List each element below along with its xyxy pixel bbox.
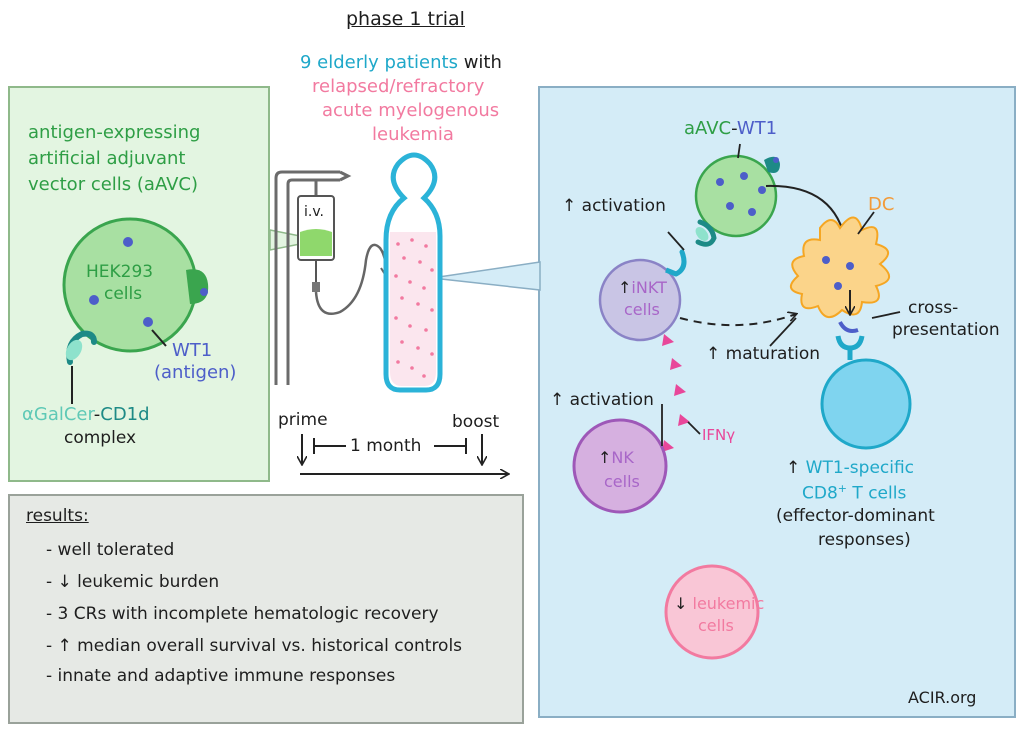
- result-item: - well tolerated: [46, 540, 175, 560]
- dc-label: DC: [868, 194, 895, 215]
- maturation-label: ↑ maturation: [706, 344, 821, 364]
- patients-condition-3: leukemia: [372, 124, 454, 145]
- boost-label: boost: [452, 412, 500, 432]
- iv-pole: [274, 170, 352, 385]
- result-item: - ↑ median overall survival vs. historic…: [46, 636, 463, 656]
- wt1-antigen-label: (antigen): [154, 362, 237, 383]
- prime-label: prime: [278, 410, 328, 430]
- complex-label: complex: [64, 428, 137, 448]
- leukemic-cell-label: ↓ leukemic: [674, 594, 765, 613]
- callout-wedge-right: [431, 261, 541, 291]
- iv-bag-icon: [297, 195, 392, 315]
- leukemic-cell: [664, 564, 760, 660]
- patient-leukemia-dots: [394, 238, 434, 378]
- results-heading: results:: [26, 506, 89, 526]
- result-item: - 3 CRs with incomplete hematologic reco…: [46, 604, 439, 624]
- result-item: - ↓ leukemic burden: [46, 572, 220, 592]
- page-title: phase 1 trial: [346, 8, 465, 30]
- hek293-cells-label: cells: [104, 284, 143, 304]
- patients-condition-1: relapsed/refractory: [312, 76, 485, 97]
- wt1-antigen-dots: [89, 237, 153, 327]
- aavc-wt1-cell: [694, 154, 778, 238]
- aavc-wt1-label: aAVC-WT1: [684, 118, 778, 139]
- nk-activation-label: ↑ activation: [550, 390, 654, 410]
- cross-presentation-label-2: presentation: [892, 320, 1000, 340]
- patients-count: 9 elderly patients: [300, 52, 458, 73]
- effector-label-1: (effector-dominant: [776, 506, 935, 526]
- result-item: - innate and adaptive immune responses: [46, 666, 396, 686]
- wt1-label: WT1: [172, 340, 213, 361]
- cd8-t-cells-label: CD8+ T cells: [802, 482, 907, 504]
- cross-presentation-label-1: cross-: [908, 298, 959, 318]
- nk-cell-label: ↑NK: [598, 448, 634, 467]
- iv-label: i.v.: [304, 204, 324, 220]
- credit-label: ACIR.org: [908, 688, 977, 707]
- effector-label-2: responses): [818, 530, 911, 550]
- inkt-cells-label: cells: [624, 300, 660, 319]
- inkt-activation-label: ↑ activation: [562, 196, 666, 216]
- nk-cell: [572, 418, 668, 514]
- cd8-t-cell: [820, 358, 912, 450]
- interval-label: 1 month: [350, 436, 422, 456]
- patients-condition-2: acute myelogenous: [322, 100, 500, 121]
- immune-panel: [538, 86, 1016, 718]
- timeline: [300, 434, 508, 474]
- hek293-label: HEK293: [86, 262, 154, 282]
- leukemic-cells-label: cells: [698, 616, 734, 635]
- galcer-cd1d-label: αGalCer-CD1d: [22, 404, 150, 425]
- wt1-specific-label: ↑ WT1-specific: [786, 458, 915, 478]
- dendritic-cell: [790, 216, 890, 318]
- inkt-cell: [598, 258, 682, 342]
- patients-with: with: [463, 52, 502, 73]
- aavc-cd1d-complex: [695, 219, 717, 247]
- results-panel: [8, 494, 524, 724]
- nk-cells-label: cells: [604, 472, 640, 491]
- inkt-cell-label: ↑iNKT: [618, 278, 667, 297]
- ifn-gamma-triangles: [662, 334, 690, 452]
- tcr-icon: [835, 335, 865, 351]
- ifn-gamma-label: IFNγ: [702, 426, 736, 444]
